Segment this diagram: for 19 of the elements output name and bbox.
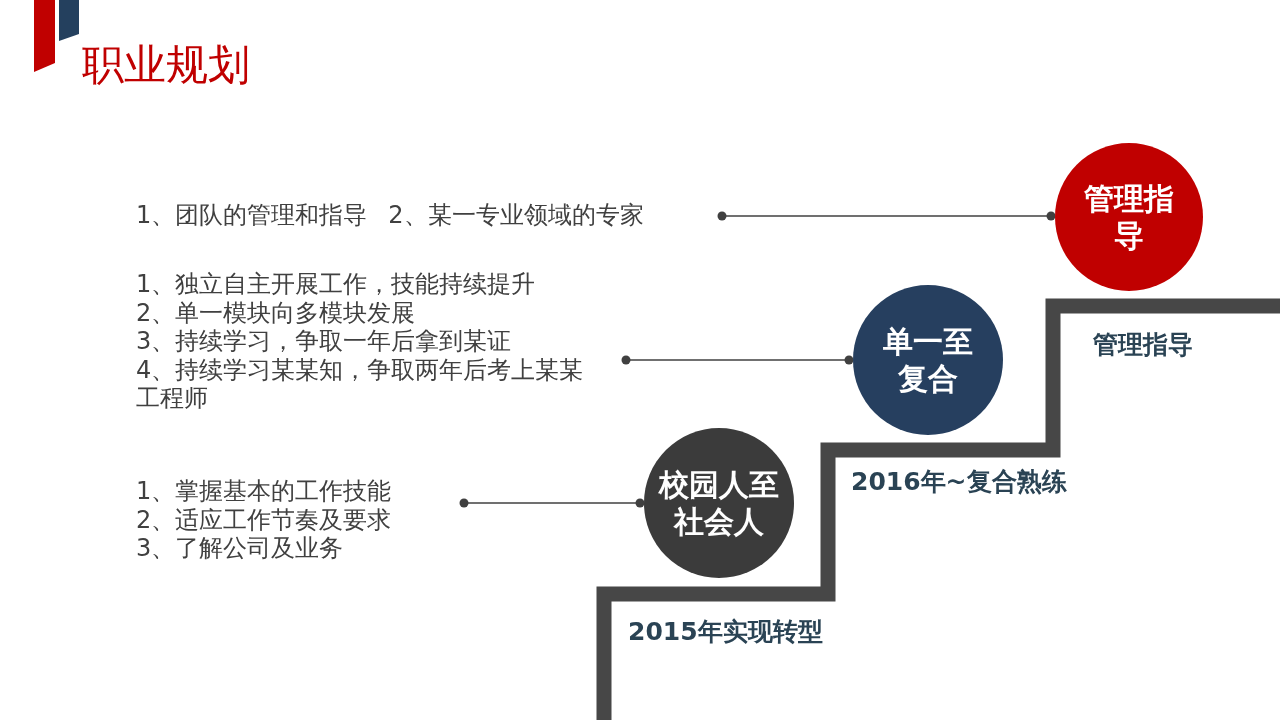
- step-caption: 管理指导: [1093, 329, 1193, 361]
- milestone-label: 校园人至社会人: [657, 466, 780, 540]
- connector-line: [621, 355, 854, 365]
- list-item-text: 3、了解公司及业务: [136, 534, 345, 563]
- connector-line: [717, 211, 1056, 221]
- step-caption: 2015年实现转型: [628, 616, 823, 648]
- step-caption: 2016年~复合熟练: [851, 466, 1067, 498]
- list-item-text: 2、适应工作节奏及要求: [136, 505, 393, 534]
- slide-title: 职业规划: [82, 39, 250, 91]
- list-item-text: 4、持续学习某某知，争取两年后考上某某工程师: [136, 355, 585, 413]
- list-item-text: 1、独立自主开展工作，技能持续提升: [136, 270, 537, 299]
- list-item-text: 3、持续学习，争取一年后拿到某证: [136, 327, 513, 356]
- list-item-text: 2、单一模块向多模块发展: [136, 298, 417, 327]
- list-item-text: 1、团队的管理和指导: [136, 201, 368, 230]
- milestone-label: 管理指导: [1083, 180, 1175, 254]
- milestone-label: 单一至复合: [882, 323, 974, 397]
- connector-line: [459, 498, 645, 508]
- list-item-text: 1、掌握基本的工作技能: [136, 477, 393, 506]
- list-item-text: 2、某一专业领域的专家: [388, 201, 644, 230]
